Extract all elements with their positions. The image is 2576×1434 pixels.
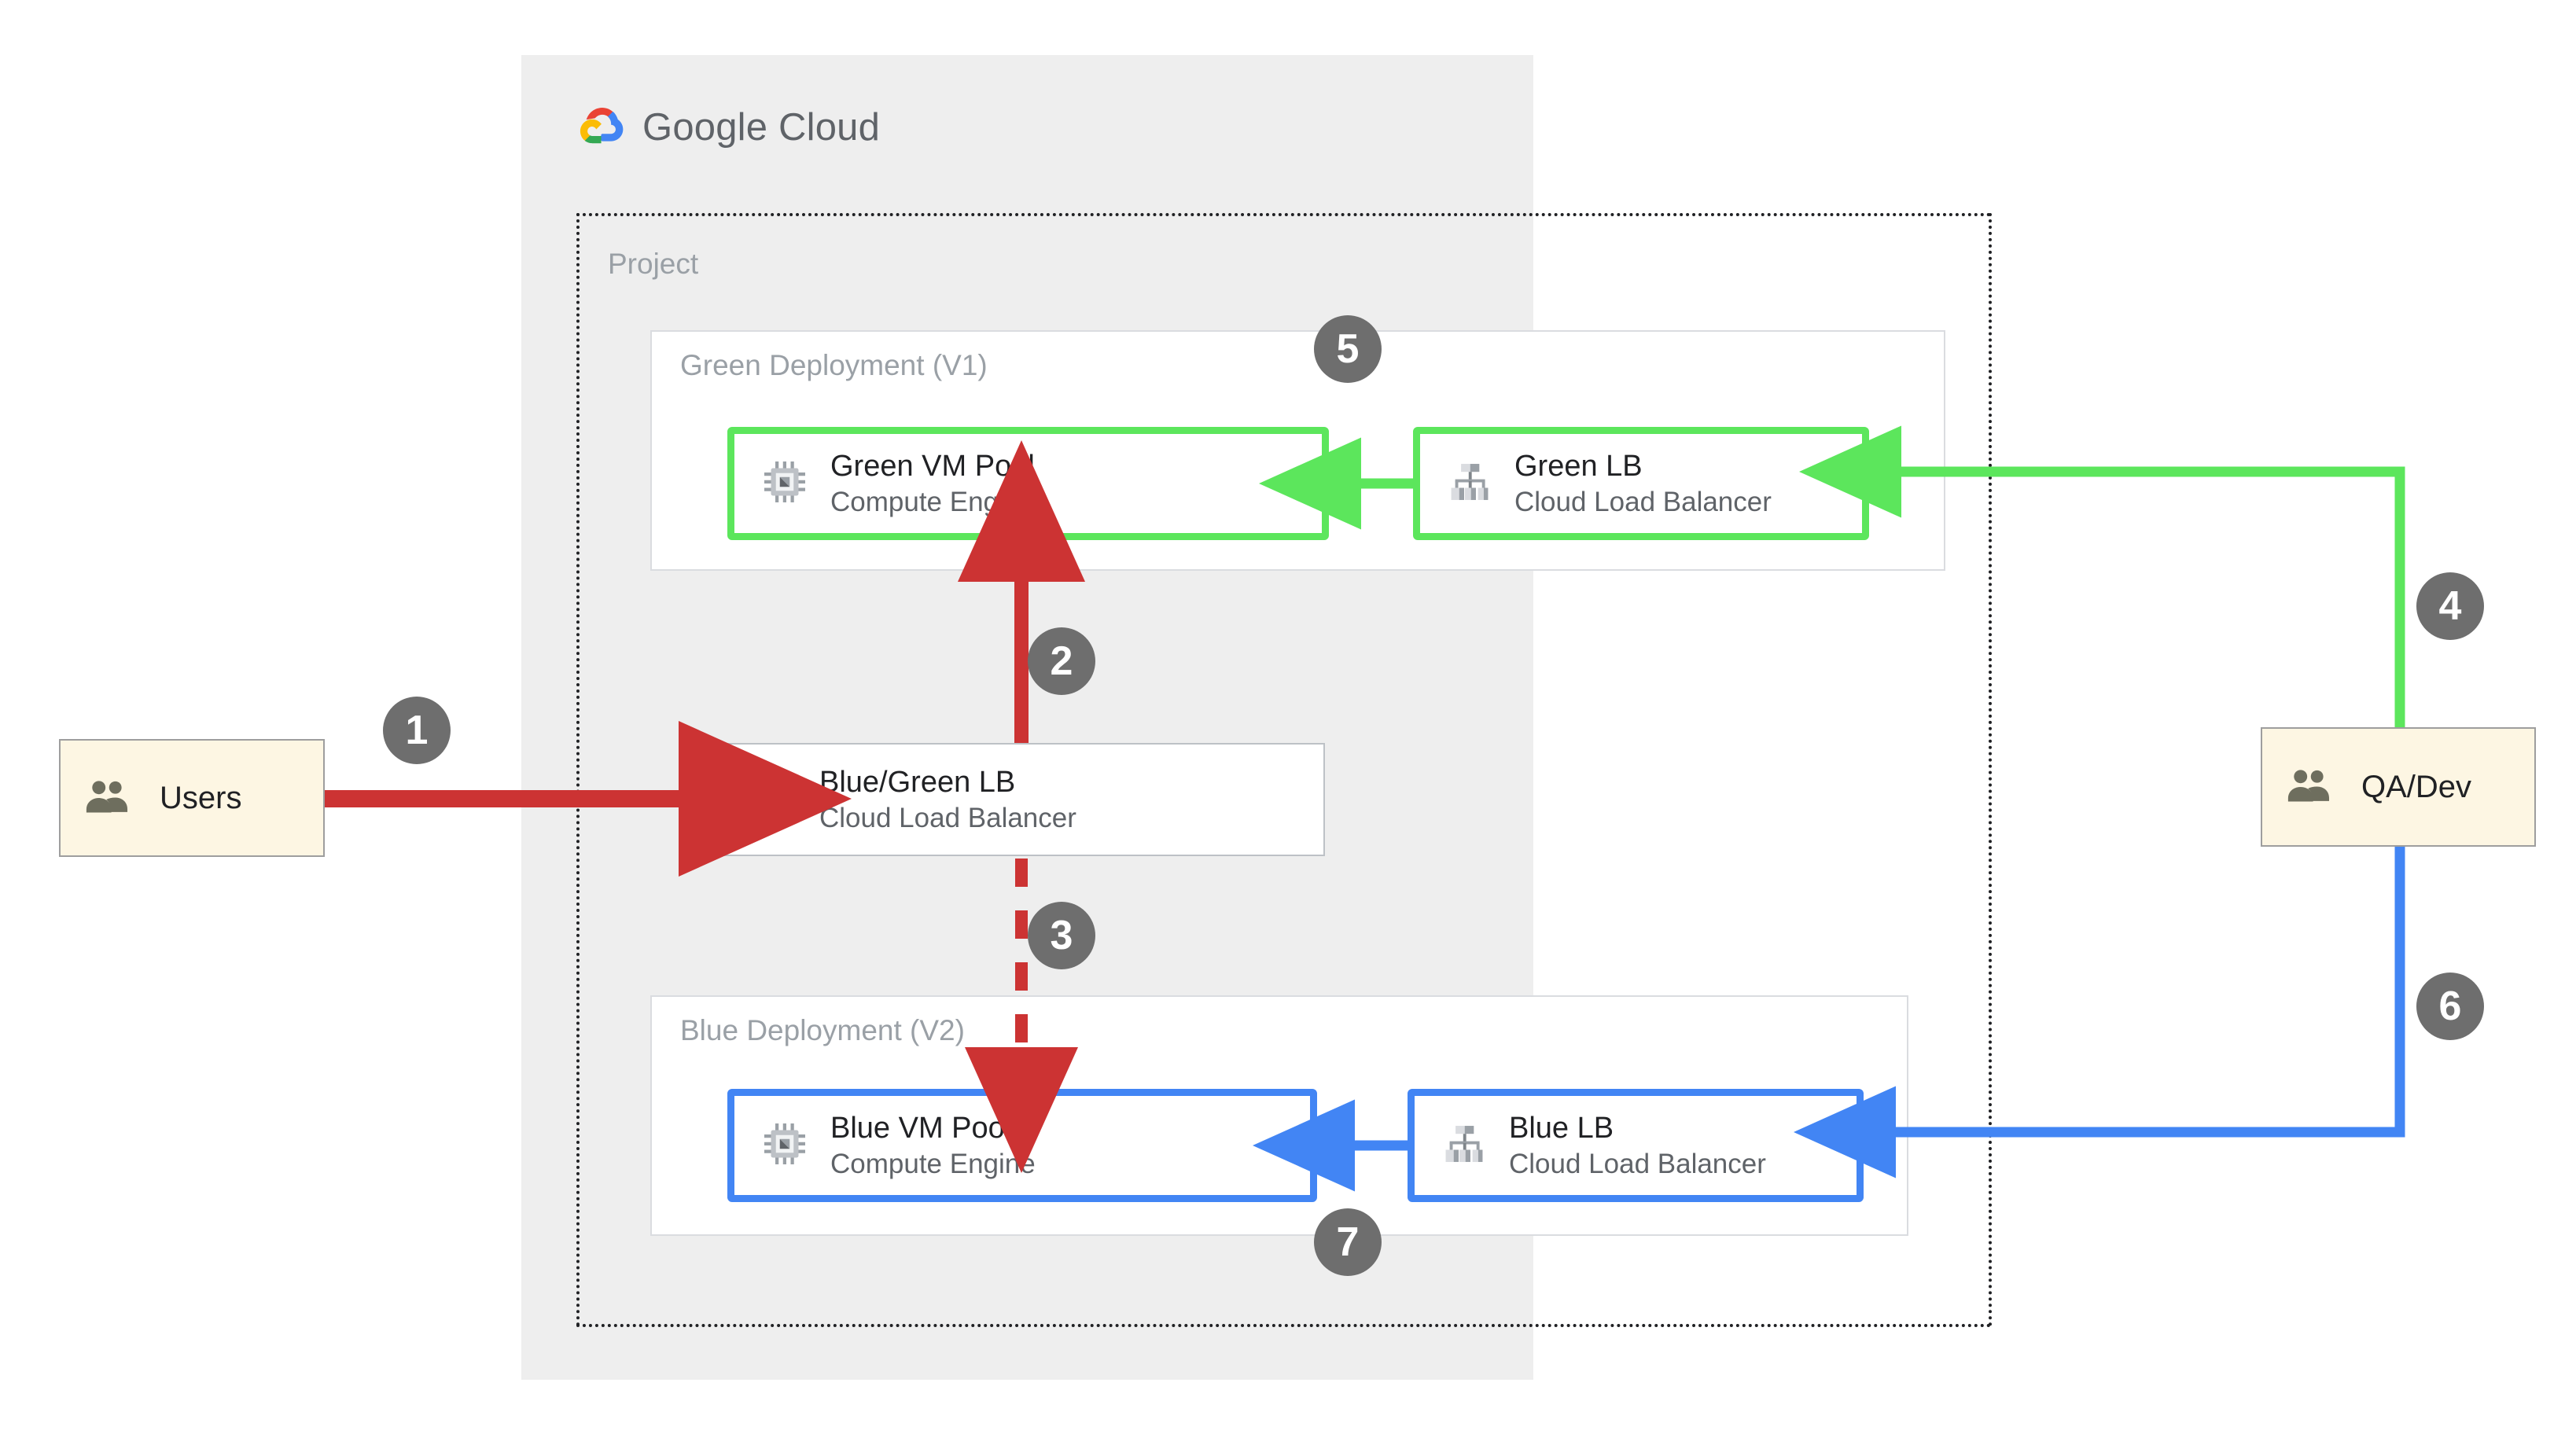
node-bluegreen-lb-subtitle: Cloud Load Balancer <box>819 802 1076 833</box>
brand-name-cloud: Cloud <box>778 105 881 149</box>
node-blue-lb-text: Blue LB Cloud Load Balancer <box>1509 1112 1766 1180</box>
actor-users[interactable]: Users <box>59 739 325 857</box>
step-badge-6: 6 <box>2416 973 2484 1040</box>
node-green-lb[interactable]: Green LB Cloud Load Balancer <box>1413 427 1869 540</box>
node-blue-vm-pool-text: Blue VM Pool Compute Engine <box>830 1112 1036 1180</box>
actor-qa-dev[interactable]: QA/Dev <box>2261 727 2536 847</box>
google-cloud-brand: Google Cloud <box>578 105 880 149</box>
node-bluegreen-lb-text: Blue/Green LB Cloud Load Balancer <box>819 766 1076 834</box>
step-badge-4: 4 <box>2416 572 2484 640</box>
node-bluegreen-lb[interactable]: Blue/Green LB Cloud Load Balancer <box>723 743 1325 856</box>
load-balancer-icon <box>1441 1121 1487 1171</box>
node-blue-vm-pool-subtitle: Compute Engine <box>830 1148 1036 1179</box>
node-green-lb-title: Green LB <box>1514 449 1643 483</box>
load-balancer-icon <box>752 775 797 825</box>
node-green-vm-pool[interactable]: Green VM Pool Compute Engine <box>727 427 1329 540</box>
node-green-lb-text: Green LB Cloud Load Balancer <box>1514 450 1772 518</box>
node-green-vm-pool-title: Green VM Pool <box>830 449 1035 483</box>
actor-qa-dev-label: QA/Dev <box>2361 769 2472 804</box>
people-icon <box>2286 767 2335 807</box>
google-cloud-logo-icon <box>578 105 627 149</box>
cpu-chip-icon <box>761 458 808 509</box>
node-blue-vm-pool[interactable]: Blue VM Pool Compute Engine <box>727 1089 1317 1202</box>
step-badge-2: 2 <box>1028 627 1095 695</box>
step-badge-7: 7 <box>1314 1208 1382 1276</box>
node-blue-vm-pool-title: Blue VM Pool <box>830 1111 1012 1145</box>
brand-name-google: Google <box>642 105 768 149</box>
cpu-chip-icon <box>761 1120 808 1171</box>
step-badge-1: 1 <box>383 697 451 764</box>
node-blue-lb-title: Blue LB <box>1509 1111 1614 1145</box>
node-bluegreen-lb-title: Blue/Green LB <box>819 765 1016 799</box>
node-green-vm-pool-text: Green VM Pool Compute Engine <box>830 450 1036 518</box>
people-icon <box>84 778 133 818</box>
node-blue-lb-subtitle: Cloud Load Balancer <box>1509 1148 1766 1179</box>
node-green-lb-subtitle: Cloud Load Balancer <box>1514 486 1772 517</box>
green-deployment-title: Green Deployment (V1) <box>680 349 988 381</box>
actor-users-label: Users <box>160 780 242 815</box>
project-label: Project <box>608 248 699 280</box>
brand-name: Google Cloud <box>642 105 880 149</box>
step-badge-3: 3 <box>1028 902 1095 969</box>
project-boundary <box>576 213 1992 1327</box>
blue-deployment-title: Blue Deployment (V2) <box>680 1014 965 1046</box>
step-badge-5: 5 <box>1314 315 1382 383</box>
node-green-vm-pool-subtitle: Compute Engine <box>830 486 1036 517</box>
node-blue-lb[interactable]: Blue LB Cloud Load Balancer <box>1408 1089 1864 1202</box>
load-balancer-icon <box>1447 459 1492 509</box>
